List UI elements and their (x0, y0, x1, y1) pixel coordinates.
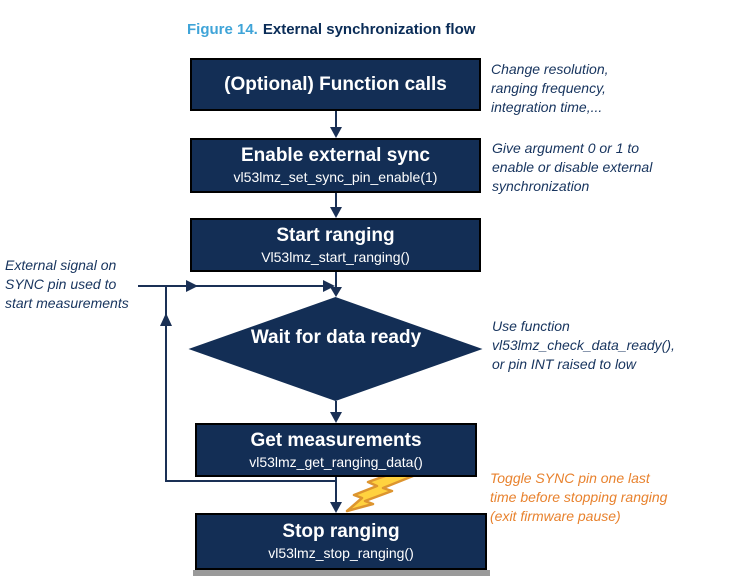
node-stop-ranging: Stop ranging vl53lmz_stop_ranging() (195, 513, 487, 570)
figure-number-label: Figure 14. (187, 21, 258, 38)
arrow-up-icon (160, 313, 172, 326)
figure-title-text: External synchronization flow (262, 21, 476, 38)
node-function-name: vl53lmz_stop_ranging() (268, 545, 414, 562)
bottom-shadow (193, 570, 490, 576)
node-wait-for-data-ready: Wait for data ready (250, 327, 422, 348)
arrow-down-icon (330, 287, 342, 297)
arrow-down-icon (330, 412, 342, 423)
node-title: Stop ranging (282, 521, 400, 543)
annotation-enable-sync: Give argument 0 or 1 to enable or disabl… (492, 140, 653, 194)
feedback-loop-line (165, 287, 336, 482)
annotation-external-sync-signal: External signal on SYNC pin used to star… (5, 257, 129, 311)
annotation-toggle-sync-pin: Toggle SYNC pin one last time before sto… (490, 470, 668, 524)
node-function-calls: (Optional) Function calls (190, 58, 481, 111)
node-title: Get measurements (250, 429, 422, 451)
node-get-measurements: Get measurements vl53lmz_get_ranging_dat… (195, 423, 477, 477)
lightning-bolt-icon (345, 468, 415, 513)
annotation-wait-for-data: Use function vl53lmz_check_data_ready(),… (492, 318, 675, 372)
arrow-down-icon (330, 127, 342, 138)
figure-title: Figure 14.External synchronization flow (187, 21, 475, 38)
annotation-function-calls: Change resolution, ranging frequency, in… (491, 61, 609, 115)
node-function-name: vl53lmz_set_sync_pin_enable(1) (233, 169, 438, 186)
node-title: Start ranging (276, 224, 395, 246)
node-function-name: vl53lmz_get_ranging_data() (249, 453, 423, 470)
node-start-ranging: Start ranging Vl53lmz_start_ranging() (190, 218, 481, 272)
node-title: Enable external sync (240, 145, 431, 167)
node-function-name: Vl53lmz_start_ranging() (261, 248, 410, 265)
arrow-down-icon (330, 207, 342, 218)
arrow-down-icon (330, 502, 342, 513)
node-title: (Optional) Function calls (224, 73, 447, 95)
arrow-right-icon (186, 280, 198, 292)
node-enable-external-sync: Enable external sync vl53lmz_set_sync_pi… (190, 138, 481, 193)
decision-diamond-shape (188, 297, 483, 401)
arrow-right-icon (323, 280, 335, 292)
